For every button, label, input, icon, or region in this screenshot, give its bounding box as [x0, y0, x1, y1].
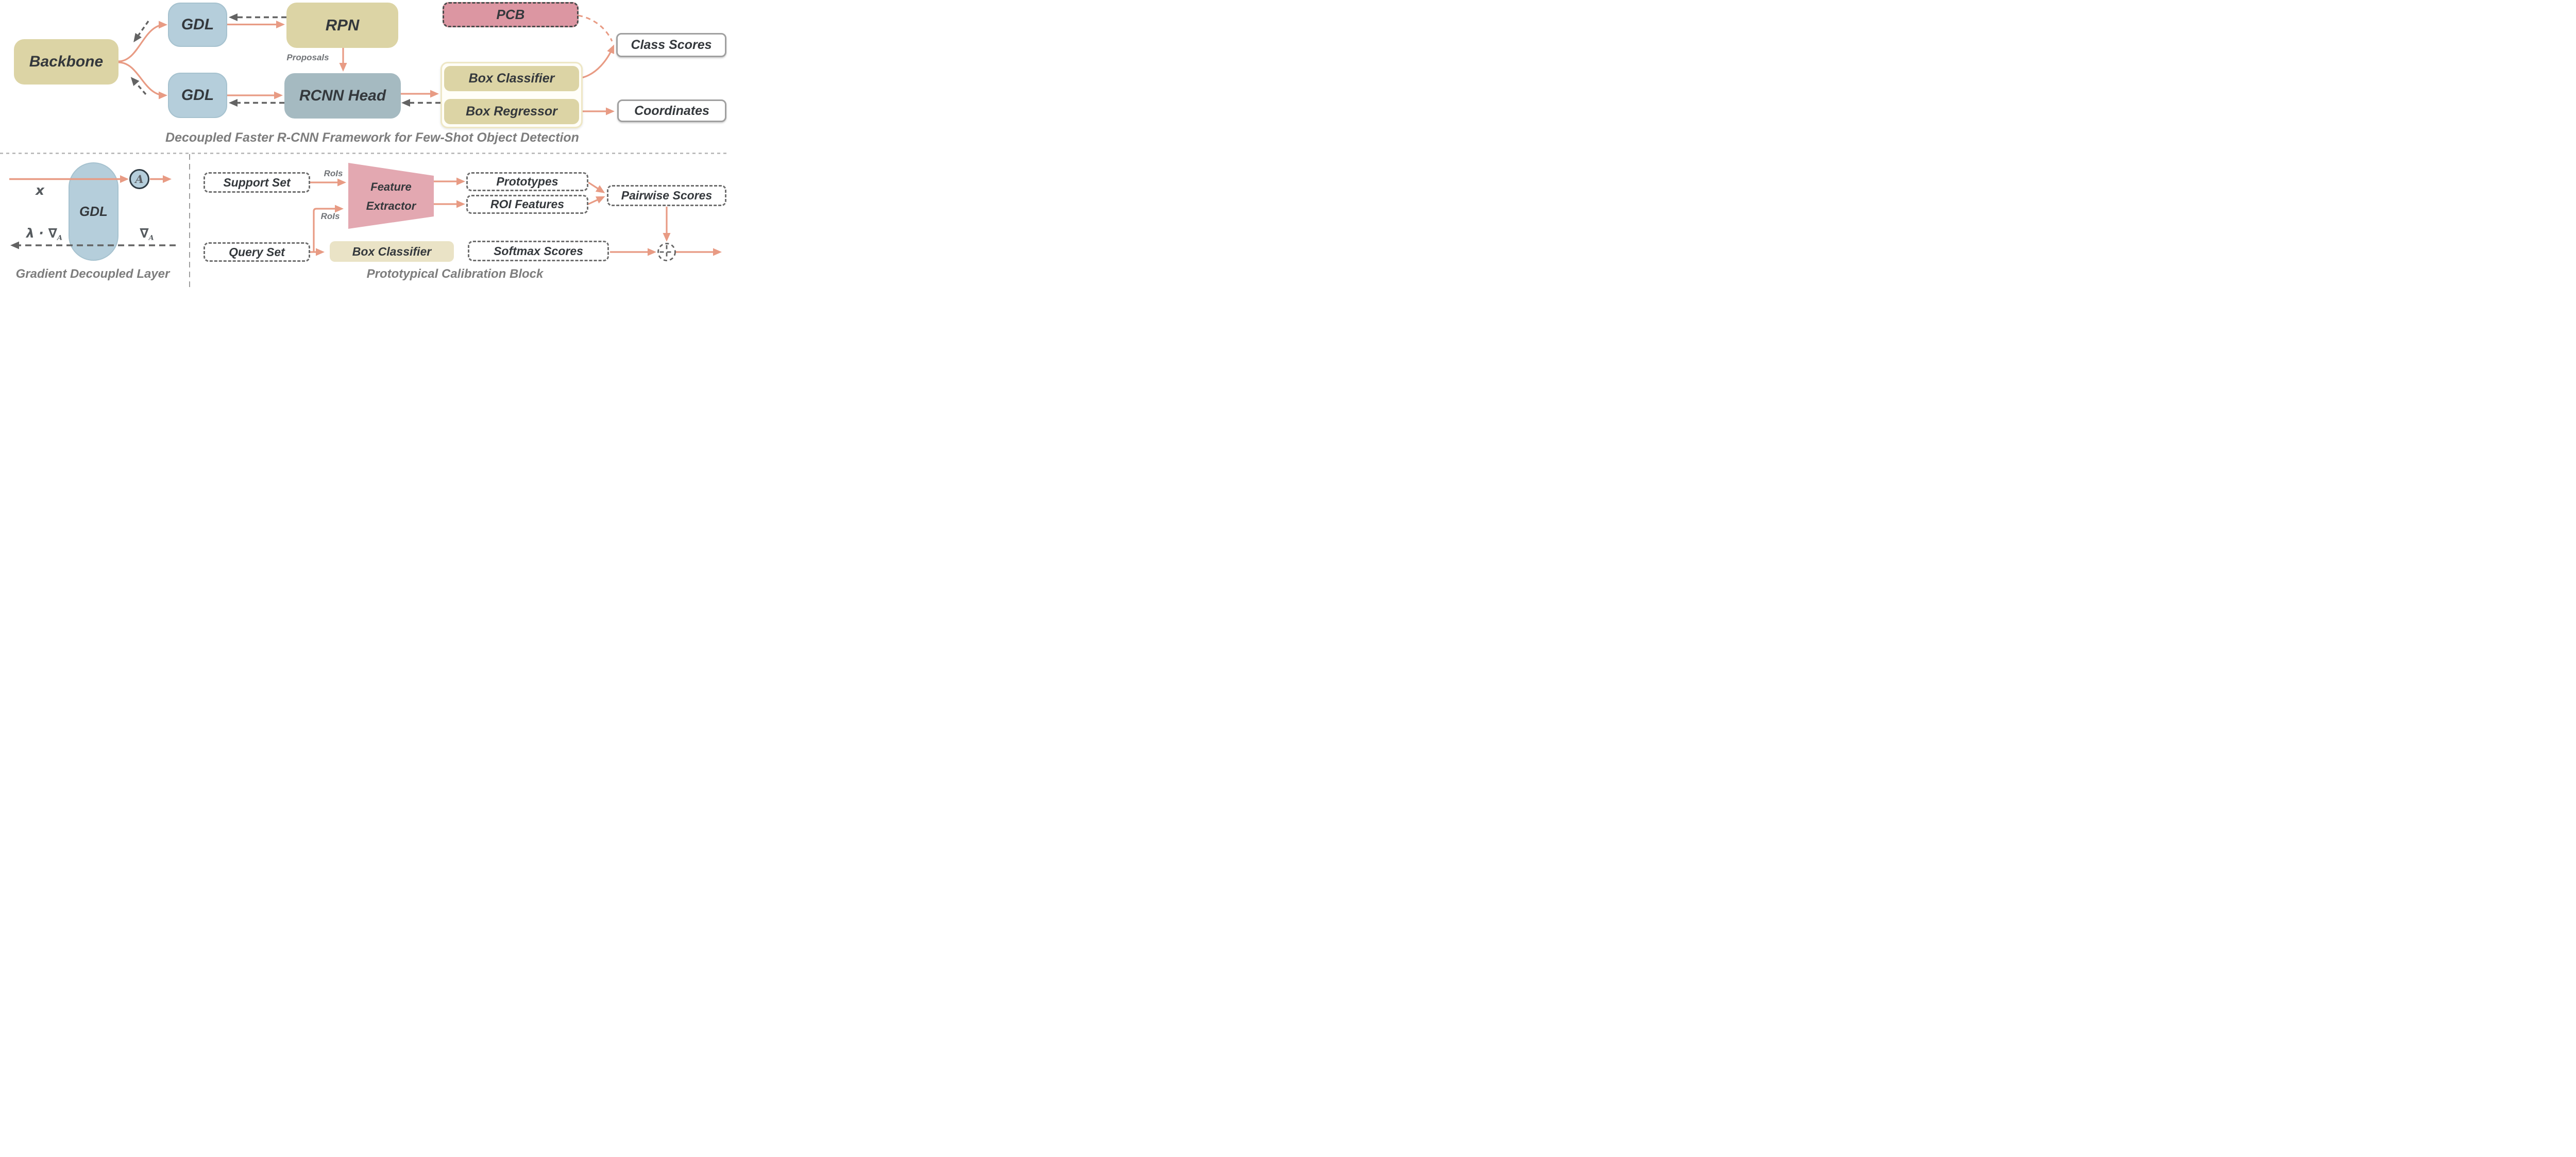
feature-extractor-node: Feature Extractor	[348, 176, 434, 217]
roi-features-label: ROI Features	[490, 197, 565, 211]
rcnn-head-node: RCNN Head	[284, 73, 401, 119]
prototypes-label: Prototypes	[496, 175, 558, 189]
arrow-backbone-to-gdl-bottom	[118, 61, 167, 99]
box-regressor-label: Box Regressor	[466, 104, 557, 119]
pcb-box-classifier-node: Box Classifier	[330, 241, 454, 262]
rois-query-label: RoIs	[320, 211, 340, 221]
arrow-pcb-to-class-scores	[578, 14, 613, 42]
support-set-node: Support Set	[204, 172, 310, 193]
pcb-label: PCB	[496, 6, 525, 22]
pcb-caption: Prototypical Calibration Block	[366, 267, 544, 281]
rois-support-label: RoIs	[324, 169, 343, 178]
rpn-label: RPN	[325, 15, 360, 34]
affine-transform-node: A	[129, 169, 149, 189]
feature-extractor-line2: Extractor	[366, 199, 416, 212]
box-regressor-node: Box Regressor	[444, 99, 579, 124]
arrow-box-classifier-to-class-scores	[578, 44, 615, 79]
arrow-backbone-to-gdl-top	[118, 21, 167, 62]
box-classifier-label: Box Classifier	[468, 71, 555, 86]
framework-caption: Decoupled Faster R-CNN Framework for Few…	[165, 130, 579, 145]
arrow-grad-gdl-top-to-backbone	[133, 21, 149, 43]
roi-features-node: ROI Features	[466, 195, 588, 214]
query-set-node: Query Set	[204, 242, 310, 262]
gdl-top-label: GDL	[181, 16, 214, 33]
pairwise-scores-label: Pairwise Scores	[621, 189, 713, 203]
gdl-top-node: GDL	[168, 3, 227, 47]
arrow-roi-features-to-pairwise	[588, 196, 605, 205]
gdl-bottom-label: GDL	[181, 87, 214, 104]
gradient-label: ∇A	[140, 226, 154, 242]
class-scores-node: Class Scores	[616, 33, 726, 57]
arrow-grad-gdl-bottom-to-backbone	[130, 77, 147, 95]
class-scores-label: Class Scores	[631, 38, 712, 53]
box-classifier-node: Box Classifier	[444, 66, 579, 91]
softmax-scores-label: Softmax Scores	[494, 244, 583, 258]
pcb-node: PCB	[443, 2, 579, 27]
rpn-node: RPN	[286, 3, 398, 48]
proposals-label: Proposals	[286, 53, 329, 62]
pcb-box-classifier-label: Box Classifier	[352, 244, 432, 258]
backbone-label: Backbone	[29, 53, 104, 71]
backbone-node: Backbone	[14, 39, 118, 85]
prototypes-node: Prototypes	[466, 172, 588, 191]
support-set-label: Support Set	[223, 175, 291, 189]
affine-label: A	[135, 173, 144, 186]
sum-node-icon	[657, 243, 676, 261]
gdl-caption: Gradient Decoupled Layer	[15, 267, 170, 281]
input-x-label: x	[36, 183, 44, 198]
gdl-detail-block: GDL	[69, 162, 118, 261]
coordinates-label: Coordinates	[634, 103, 709, 118]
query-set-label: Query Set	[229, 245, 285, 259]
pairwise-scores-node: Pairwise Scores	[607, 185, 726, 206]
defrcn-architecture-figure: GDL	[0, 0, 728, 289]
arrow-prototypes-to-pairwise	[588, 181, 605, 193]
gdl-detail-label: GDL	[79, 204, 108, 219]
coordinates-node: Coordinates	[617, 99, 726, 122]
feature-extractor-line1: Feature	[370, 180, 412, 193]
rcnn-head-label: RCNN Head	[299, 87, 386, 105]
scaled-gradient-label: λ · ∇A	[26, 226, 63, 242]
gdl-bottom-node: GDL	[168, 73, 227, 118]
softmax-scores-node: Softmax Scores	[468, 241, 609, 261]
